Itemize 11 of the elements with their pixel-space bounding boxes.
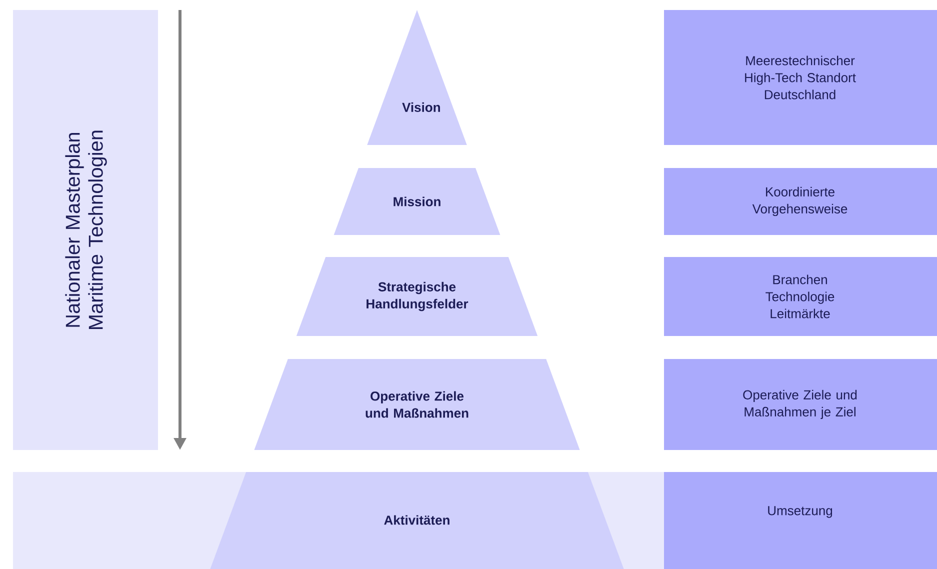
- description-box: Meerestechnischer High-Tech Standort Deutschland: [664, 10, 937, 145]
- pyramid-level: Mission: [334, 168, 500, 235]
- pyramid-level: Vision: [367, 10, 467, 145]
- pyramid-level: Operative Ziele und Maßnahmen: [254, 359, 580, 450]
- description-box: Umsetzung: [664, 472, 937, 569]
- description-box: Koordinierte Vorgehensweise: [664, 168, 937, 235]
- title-panel: Nationaler Masterplan Maritime Technologien: [13, 10, 158, 450]
- pyramid-level: Strategische Handlungsfelder: [296, 257, 538, 336]
- pyramid-level: Aktivitäten: [210, 472, 624, 569]
- description-box: Branchen Technologie Leitmärkte: [664, 257, 937, 336]
- description-box: Operative Ziele und Maßnahmen je Ziel: [664, 359, 937, 450]
